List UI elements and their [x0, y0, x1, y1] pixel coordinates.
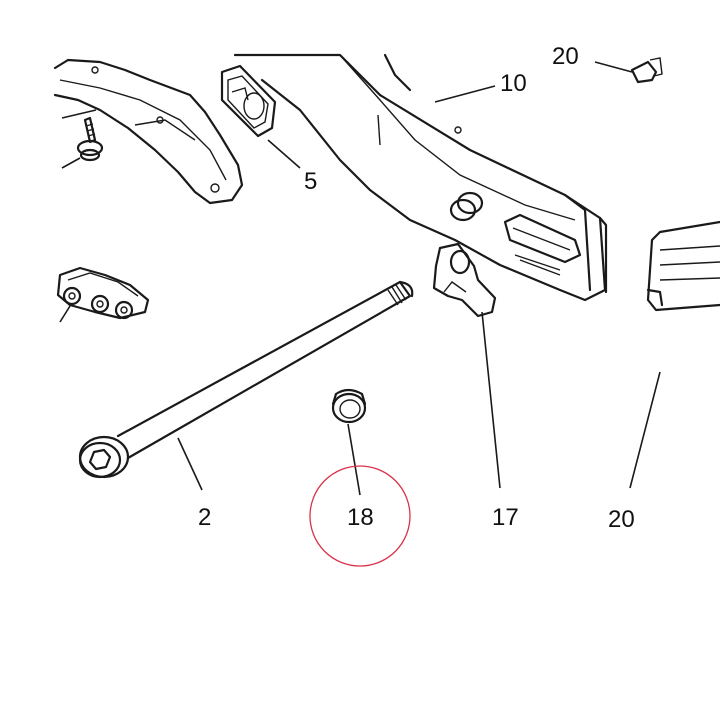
fitting-top-right — [630, 57, 663, 84]
leader-20 — [629, 371, 661, 489]
swing-arm-part-10 — [233, 53, 608, 302]
callout-10: 10 — [500, 70, 527, 97]
callout-18: 18 — [347, 504, 374, 531]
callout-partial-top: 20 — [552, 43, 579, 70]
leader-bolt — [61, 157, 81, 169]
drive-chain — [56, 266, 150, 320]
leader-2 — [177, 437, 203, 491]
leader-10 — [434, 85, 496, 103]
leader-5 — [267, 139, 301, 169]
pad-part-5 — [220, 64, 277, 138]
bolt — [76, 116, 104, 162]
leader-18 — [347, 423, 361, 496]
highlight-circle — [309, 465, 411, 567]
leader-arm — [61, 109, 97, 119]
callout-5: 5 — [304, 168, 318, 195]
callout-20: 20 — [608, 506, 635, 533]
bracket-part-17 — [432, 242, 497, 318]
leader-top-right — [594, 61, 633, 73]
component-part-20 — [646, 220, 720, 312]
bracket-arm — [53, 58, 244, 205]
callout-2: 2 — [198, 504, 212, 531]
bushing-part-18 — [331, 388, 367, 424]
leader-chain — [59, 305, 71, 323]
callout-17: 17 — [492, 504, 519, 531]
boss-pin — [449, 191, 484, 222]
leader-17 — [481, 311, 501, 489]
axle-part-2 — [78, 280, 414, 479]
